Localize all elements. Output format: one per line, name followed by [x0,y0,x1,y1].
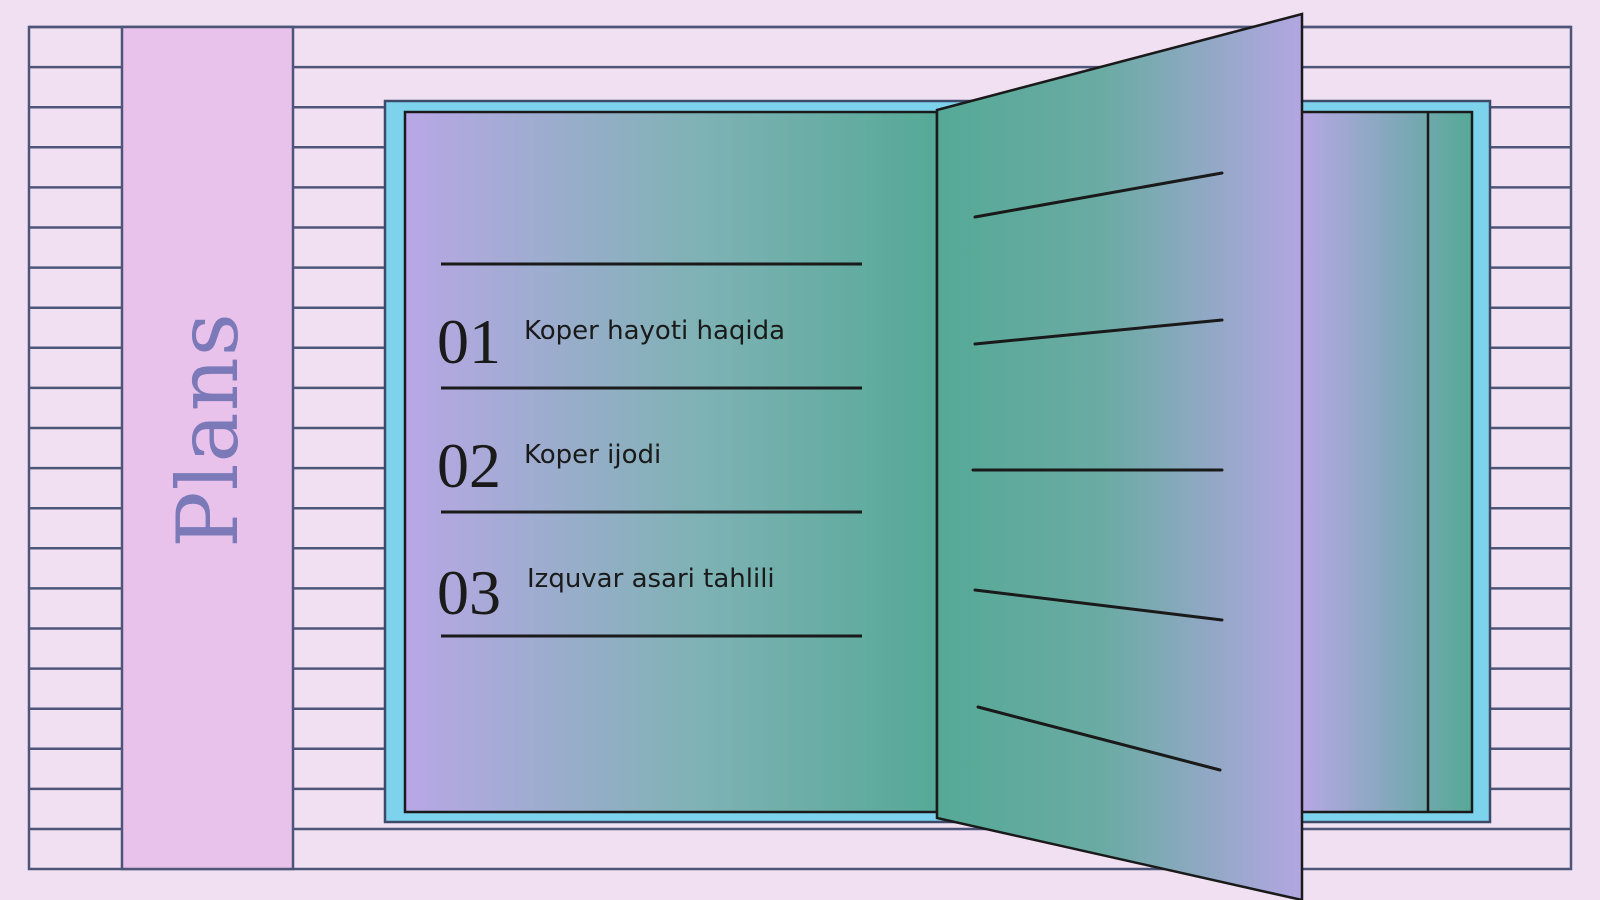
book-right-pages [1296,110,1474,814]
agenda-item-1-label: Koper hayoti haqida [524,316,786,346]
agenda-lines [441,262,862,638]
book-left-page [403,110,939,814]
agenda-item-2-number: 02 [437,430,501,501]
agenda-item-1-number: 01 [437,306,501,377]
agenda-item-3-label: Izquvar asari tahlili [527,564,775,594]
slide-title: Plans [159,312,257,548]
agenda-item-3-number: 03 [437,557,501,628]
sidebar-band [120,25,295,871]
agenda-item-2-label: Koper ijodi [524,440,662,470]
flip-page-lines [971,171,1224,772]
book-flipping-page [935,12,1304,900]
